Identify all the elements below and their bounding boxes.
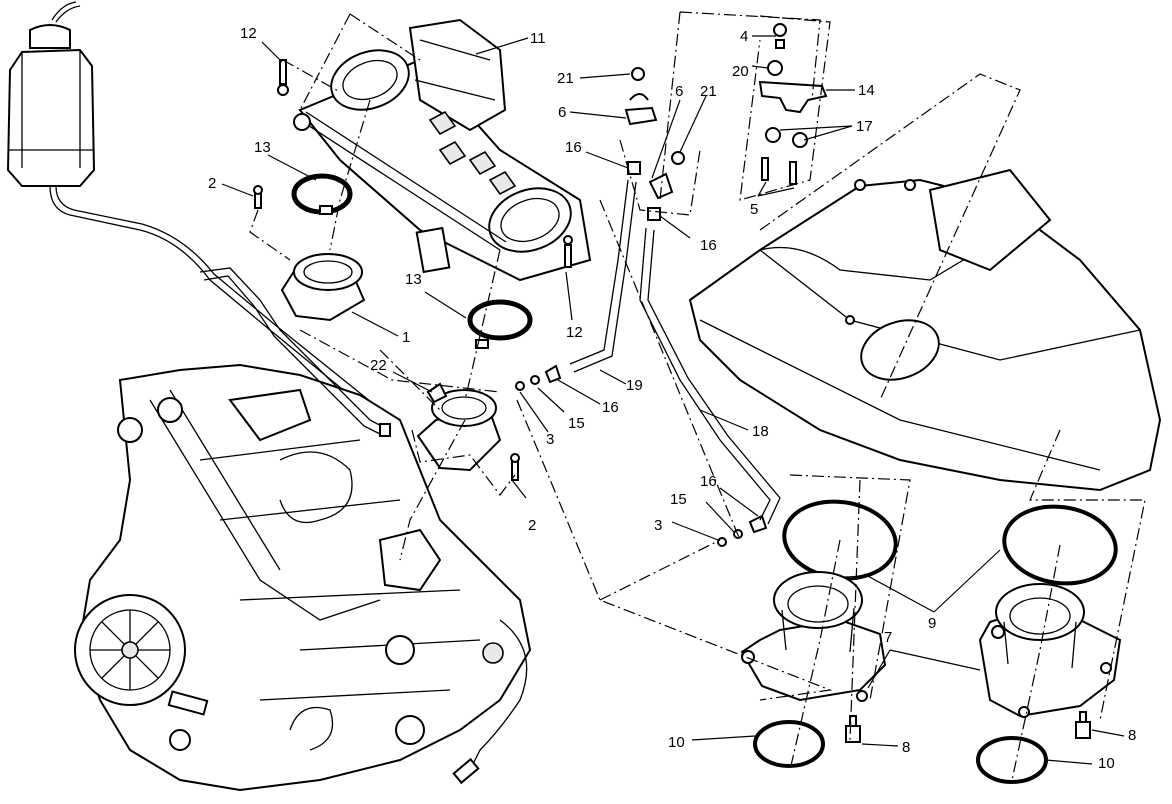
callout-10: 10 (1098, 755, 1115, 772)
hose-clamp-upper (291, 173, 353, 215)
callout-20: 20 (732, 63, 749, 80)
screws (253, 23, 797, 481)
leader-lines (221, 35, 1125, 765)
callout-9: 9 (928, 615, 936, 632)
callout-19: 19 (626, 377, 643, 394)
vent-hose (199, 267, 391, 437)
callout-6: 6 (558, 104, 566, 121)
hose-19 (569, 179, 637, 373)
callout-21: 21 (557, 70, 574, 87)
callout-14: 14 (858, 82, 875, 99)
sensors-and-nuts (515, 60, 828, 547)
callout-1: 1 (402, 329, 410, 346)
callout-21: 21 (700, 83, 717, 100)
callout-2: 2 (528, 517, 536, 534)
intake-manifold-lower (416, 382, 502, 472)
callout-22: 22 (370, 357, 387, 374)
o-ring-9-right (1002, 504, 1118, 586)
intake-manifold-upper (280, 253, 366, 322)
callout-16: 16 (700, 473, 717, 490)
callout-10: 10 (668, 734, 685, 751)
callout-16: 16 (602, 399, 619, 416)
bolts-8 (845, 711, 1091, 743)
callout-12: 12 (240, 25, 257, 42)
engine-block (74, 363, 532, 792)
callout-3: 3 (546, 431, 554, 448)
callout-13: 13 (254, 139, 271, 156)
callout-18: 18 (752, 423, 769, 440)
callout-13: 13 (405, 271, 422, 288)
air-funnel-left (740, 571, 887, 702)
callout-11: 11 (530, 30, 546, 47)
callout-17: 17 (856, 118, 873, 135)
throttle-body (293, 18, 592, 282)
o-ring-10-left (753, 720, 825, 768)
air-funnel-right (978, 583, 1122, 718)
callout-15: 15 (670, 491, 687, 508)
assembly-guide-lines (249, 11, 1146, 781)
callout-15: 15 (568, 415, 585, 432)
callout-6: 6 (675, 83, 683, 100)
callout-16: 16 (565, 139, 582, 156)
callout-7: 7 (884, 629, 892, 646)
callout-16: 16 (700, 237, 717, 254)
airbox (688, 168, 1162, 492)
callout-4: 4 (740, 28, 748, 45)
hose-clamp-lower (467, 299, 533, 349)
callout-8: 8 (1128, 727, 1136, 744)
o-ring-10-right (976, 736, 1048, 784)
callout-labels: 12 11 13 2 1 13 12 22 3 15 16 19 2 21 6 … (208, 25, 1136, 772)
callout-8: 8 (902, 739, 910, 756)
callout-5: 5 (750, 201, 758, 218)
callout-12: 12 (566, 324, 583, 341)
callout-3: 3 (654, 517, 662, 534)
callout-2: 2 (208, 175, 216, 192)
